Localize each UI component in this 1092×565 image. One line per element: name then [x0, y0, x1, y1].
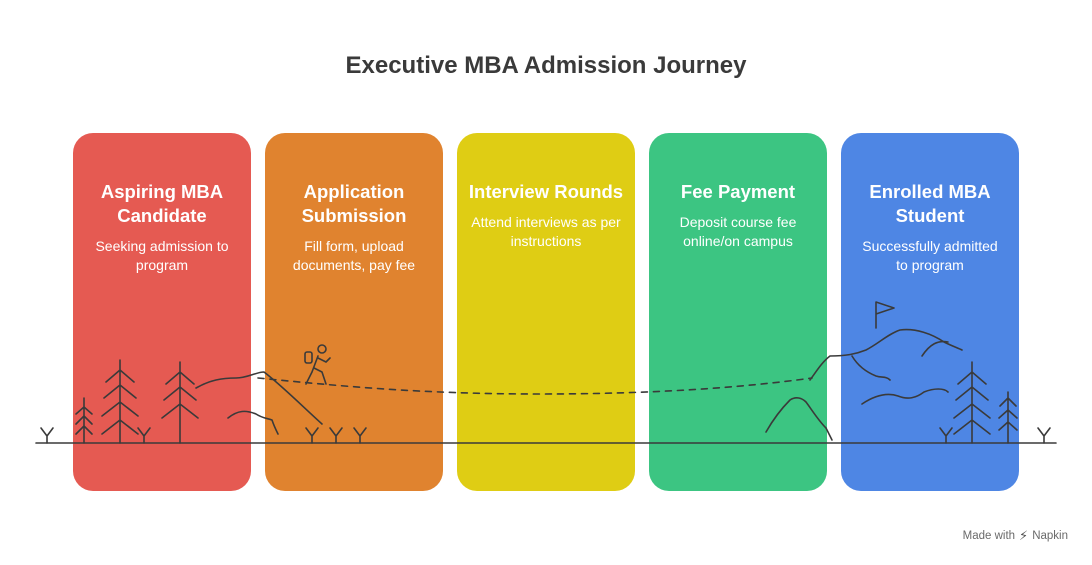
diagram-title: Executive MBA Admission Journey — [345, 52, 747, 79]
stage-description: Seeking admission to program — [95, 238, 229, 273]
stage-card-3: Interview Rounds Attend interviews as pe… — [457, 133, 635, 491]
made-with-text: Made with — [962, 530, 1016, 542]
tree-icon — [101, 359, 139, 444]
stage-title: Interview Rounds — [468, 181, 624, 202]
tree-icon — [75, 397, 93, 444]
stage-card-1: Aspiring MBA Candidate Seeking admission… — [73, 133, 251, 491]
grass-icon — [137, 427, 151, 444]
journey-path — [257, 377, 813, 395]
flag-icon — [875, 301, 895, 329]
stage-description: Fill form, upload documents, pay fee — [292, 238, 416, 273]
grass-icon — [353, 427, 367, 444]
stage-title: Fee Payment — [680, 181, 796, 202]
stage-description: Deposit course fee online/on campus — [679, 214, 797, 249]
brand-text: Napkin — [1032, 530, 1068, 542]
stage-description: Successfully admitted to program — [862, 238, 998, 273]
grass-icon — [40, 427, 54, 444]
grass-icon — [939, 427, 953, 444]
stage-title: Aspiring MBA Candidate — [100, 181, 224, 226]
stage-card-2: Application Submission Fill form, upload… — [265, 133, 443, 491]
stage-card-4: Fee Payment Deposit course fee online/on… — [649, 133, 827, 491]
tree-icon — [998, 391, 1018, 444]
grass-icon — [329, 427, 343, 444]
footer-watermark: Made with ⚡ Napkin — [963, 528, 1068, 544]
hiker-icon — [304, 344, 331, 385]
stage-card-5: Enrolled MBA Student Successfully admitt… — [841, 133, 1019, 491]
mountain-icon — [195, 371, 323, 435]
napkin-logo-icon: ⚡ — [1019, 528, 1029, 543]
mountain-icon — [765, 328, 963, 441]
tree-icon — [953, 361, 991, 444]
grass-icon — [305, 427, 319, 444]
stage-title: Enrolled MBA Student — [869, 181, 991, 226]
tree-icon — [161, 361, 199, 444]
grass-icon — [1037, 427, 1051, 444]
stage-title: Application Submission — [301, 181, 407, 226]
stage-description: Attend interviews as per instructions — [471, 214, 621, 249]
